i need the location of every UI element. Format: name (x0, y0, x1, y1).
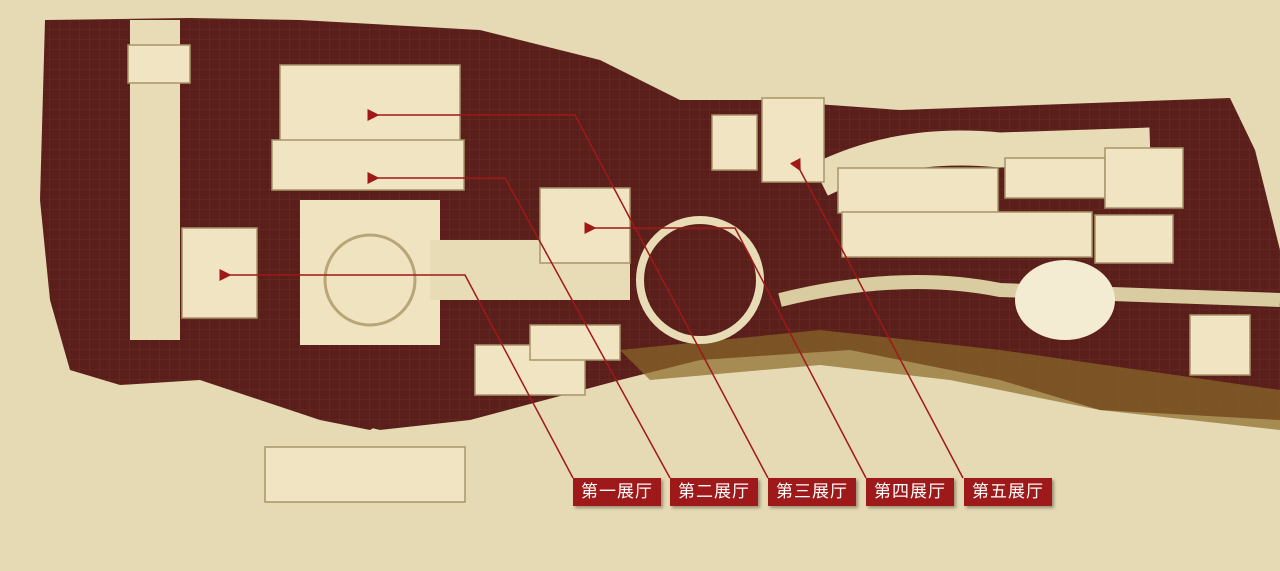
leader-hall-3 (367, 109, 769, 479)
leader-hall-1 (219, 269, 574, 479)
leader-hall-5 (789, 157, 964, 479)
leader-hall-2 (367, 172, 671, 479)
hall-5-building (761, 97, 825, 183)
leader-lines (219, 109, 964, 479)
hall-4-building (539, 187, 631, 264)
central-plaza (300, 200, 440, 345)
garden-area (620, 330, 1280, 430)
pond (1015, 260, 1115, 340)
plaza-circle (323, 233, 417, 327)
hall-1-label[interactable]: 第一展厅 (573, 478, 661, 506)
hall-1-building (181, 227, 258, 319)
hall-4-label[interactable]: 第四展厅 (866, 478, 954, 506)
leader-hall-4 (584, 222, 867, 479)
hall-5-label[interactable]: 第五展厅 (964, 478, 1052, 506)
hall-2-label[interactable]: 第二展厅 (670, 478, 758, 506)
hall-3-label[interactable]: 第三展厅 (768, 478, 856, 506)
